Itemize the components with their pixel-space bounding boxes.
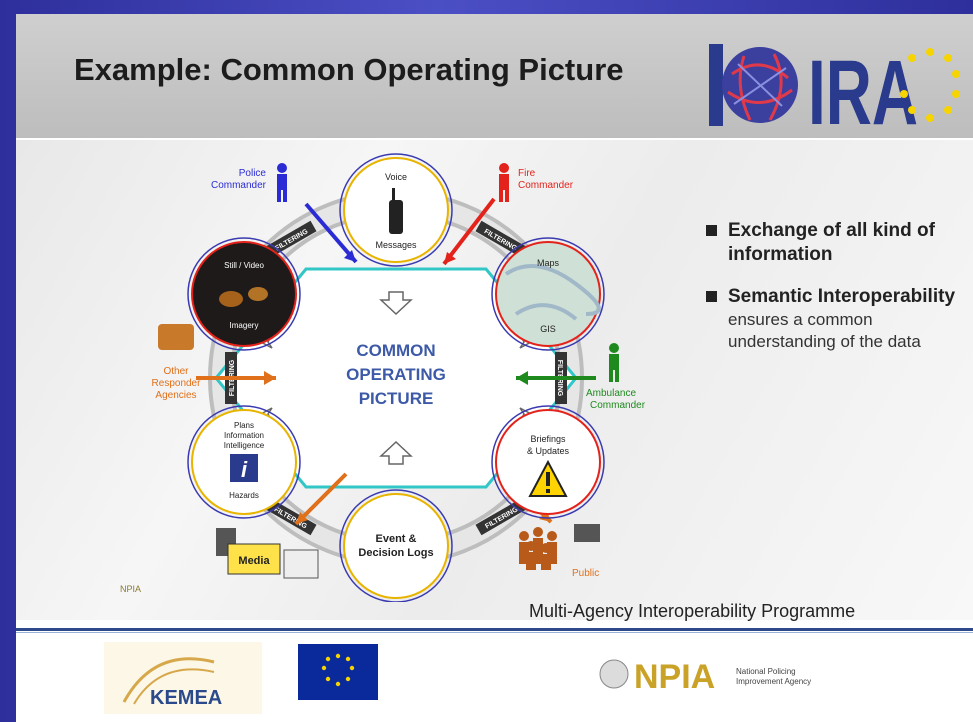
actor-ambulance: Ambulance Commander [586, 343, 646, 411]
node-info-line-2: Information [224, 431, 264, 440]
node-voice: Voice Messages [339, 153, 453, 267]
actor-ambulance-line-1: Ambulance [586, 388, 636, 399]
bullet-item: Exchange of all kind of information [706, 219, 966, 267]
radio-icon [389, 200, 403, 234]
newspaper-icon [283, 549, 319, 579]
fire-person-icon [499, 163, 509, 202]
svg-text:i: i [241, 457, 248, 482]
eu-stars-icon [900, 48, 960, 122]
actor-media: Media [216, 528, 319, 579]
bullet-heading: Exchange of all kind of information [728, 220, 935, 265]
node-maps-sublabel: GIS [540, 324, 556, 334]
npia-wordmark: NPIA [634, 658, 715, 696]
bullet-item: Semantic Interoperability ensures a comm… [706, 285, 966, 353]
arrow-down-icon [379, 291, 413, 316]
slide: Example: Common Operating Picture IRA CO… [16, 14, 973, 722]
actor-public-label: Public [572, 568, 599, 579]
node-info: Plans Information Intelligence i Hazards [187, 405, 301, 519]
bullet-text: ensures a common understanding of the da… [728, 310, 921, 351]
actor-fire-line-1: Fire [518, 168, 536, 179]
node-logs: Event & Decision Logs [339, 489, 453, 602]
small-npia-logo: NPIA [120, 584, 141, 594]
kemea-wordmark: KEMEA [150, 687, 222, 709]
title-bar [16, 14, 973, 138]
footer-divider [16, 628, 973, 631]
map-icon [504, 264, 601, 321]
police-person-icon [277, 163, 287, 202]
bullet-heading: Semantic Interoperability [728, 286, 956, 307]
idira-logo: IRA [709, 42, 960, 134]
actor-police: Police Commander [211, 163, 287, 202]
center-label: COMMON OPERATING PICTURE [346, 341, 446, 408]
square-bullet-icon [706, 291, 717, 302]
info-icon [230, 454, 258, 482]
bullet-list: Exchange of all kind of information Sema… [706, 219, 966, 371]
media-box [227, 543, 281, 575]
actor-other-line-1: Other [163, 366, 189, 377]
crowd-icon [519, 527, 557, 570]
node-briefings-label: Briefings [530, 434, 566, 444]
square-bullet-icon [706, 225, 717, 236]
center-line-1: COMMON [356, 341, 435, 360]
node-info-line-1: Plans [234, 421, 254, 430]
center-line-3: PICTURE [359, 389, 434, 408]
actor-public: Public [519, 524, 600, 579]
actor-other: Other Responder Agencies [152, 324, 202, 401]
actor-police-line-2: Commander [211, 180, 267, 191]
ambulance-person-icon [609, 343, 619, 382]
node-briefings: Briefings & Updates [491, 405, 605, 519]
idira-wordmark: IRA [808, 42, 918, 134]
crest-icon [599, 659, 629, 689]
agencies-icon [158, 324, 194, 350]
eu-flag-icon [298, 644, 378, 700]
cop-diagram: COMMON OPERATING PICTURE FILTERING FILTE… [120, 153, 646, 602]
actor-media-label: Media [238, 555, 270, 567]
node-briefings-sublabel: & Updates [527, 446, 570, 456]
actor-fire: Fire Commander [499, 163, 574, 202]
center-line-2: OPERATING [346, 365, 446, 384]
logo-bar: KEMEA NPIA National Policing Improvement… [16, 634, 973, 722]
kemea-logo: KEMEA [104, 642, 262, 714]
node-maps: Maps GIS [491, 237, 605, 351]
actor-police-line-1: Police [239, 168, 267, 179]
actor-ambulance-line-2: Commander [590, 400, 646, 411]
node-imagery: Still / Video Imagery [187, 237, 301, 351]
phone-icon [574, 524, 600, 542]
npia-sub-1: National Policing [736, 667, 796, 676]
filter-labels: FILTERING FILTERING FILTERING FILTERING … [225, 220, 567, 536]
page-title: Example: Common Operating Picture [74, 52, 624, 87]
node-logs-sublabel: Decision Logs [358, 547, 433, 559]
node-logs-label: Event & [376, 533, 417, 545]
node-voice-sublabel: Messages [375, 240, 417, 250]
npia-sub-2: Improvement Agency [736, 677, 811, 686]
actor-other-line-2: Responder [152, 378, 202, 389]
npia-logo: NPIA National Policing Improvement Agenc… [599, 658, 811, 696]
actor-fire-line-2: Commander [518, 180, 574, 191]
node-info-line-3: Intelligence [224, 441, 265, 450]
fire-image-icon [219, 291, 243, 307]
programme-footer: Multi-Agency Interoperability Programme [529, 601, 856, 621]
node-imagery-sublabel: Imagery [230, 321, 259, 330]
node-voice-label: Voice [385, 172, 407, 182]
node-maps-label: Maps [537, 258, 560, 268]
node-imagery-label: Still / Video [224, 261, 264, 270]
node-info-line-4: Hazards [229, 491, 259, 500]
idira-letter-i [709, 44, 723, 126]
arrow-up-icon [379, 440, 413, 465]
actor-other-line-3: Agencies [155, 390, 196, 401]
